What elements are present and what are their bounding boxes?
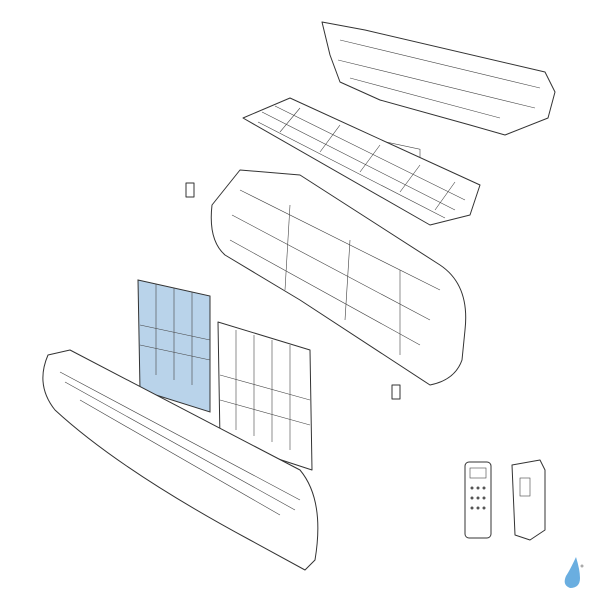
air-filter-highlighted-icon: [137, 279, 211, 413]
indoor-unit-chassis-icon: [210, 169, 467, 386]
remote-control-icon: [464, 461, 492, 539]
remote-holder-icon: [511, 459, 546, 541]
air-filter-icon: [217, 321, 313, 471]
water-drop-logo-icon: [564, 557, 584, 588]
screw-clip-icon: [185, 182, 401, 400]
front-panel-icon: [42, 349, 319, 571]
front-grille-icon: [242, 97, 481, 226]
